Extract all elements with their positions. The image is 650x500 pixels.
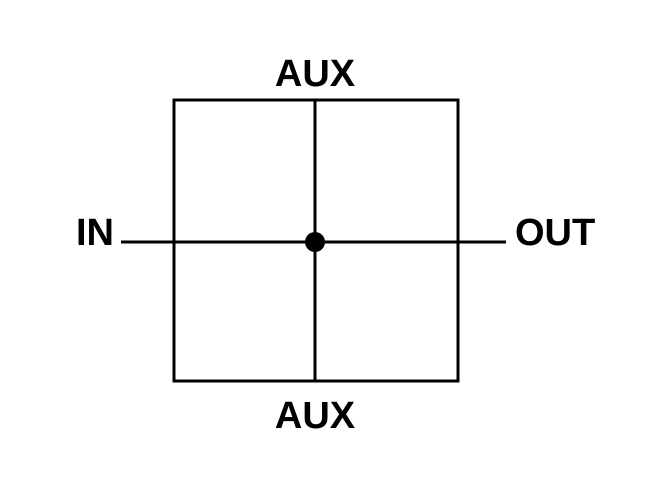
label-top-aux: AUX: [275, 53, 356, 95]
junction-dot: [305, 232, 325, 252]
label-bottom-aux: AUX: [275, 395, 356, 437]
label-out: OUT: [515, 212, 595, 254]
label-in: IN: [76, 212, 114, 254]
